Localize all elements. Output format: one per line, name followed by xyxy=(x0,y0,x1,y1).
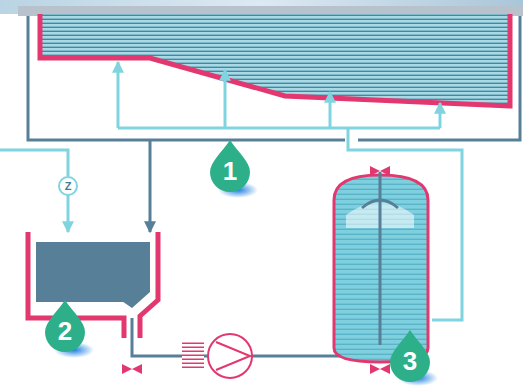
callout-drop xyxy=(45,300,94,358)
dosing-label: Z xyxy=(61,179,75,193)
callout-number: 1 xyxy=(215,156,245,186)
dosing-symbol xyxy=(59,177,77,195)
callout-number: 2 xyxy=(50,316,80,346)
callout-number: 3 xyxy=(395,346,425,376)
callout-drop xyxy=(390,330,438,386)
callout-drop xyxy=(210,140,258,198)
